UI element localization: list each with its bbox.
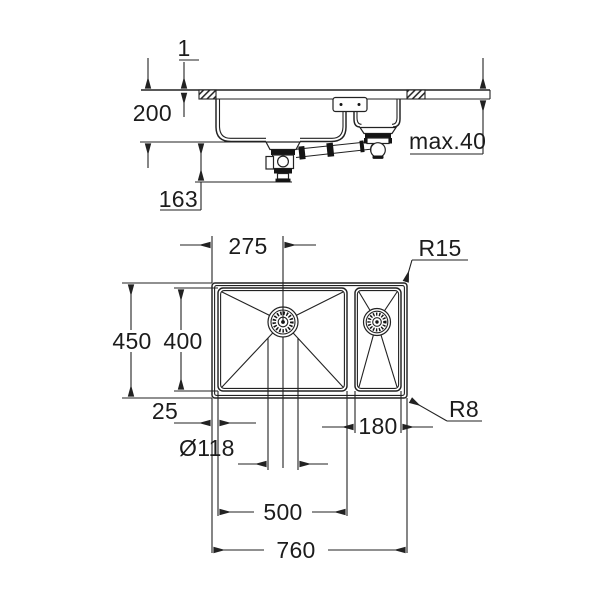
dim-drain-clearance-label: 163 — [159, 186, 198, 212]
sink-outline-outer — [211, 282, 408, 399]
small-drain-assembly — [358, 126, 398, 159]
small-bowl-rect — [354, 287, 402, 392]
main-drain-tailpiece — [276, 172, 290, 180]
small-drain-flange — [358, 126, 398, 135]
dim-bowl-depth-label: 200 — [133, 100, 172, 126]
dim-outer-radius: R8 — [408, 396, 482, 422]
dim-outer-depth-label: 450 — [112, 328, 151, 354]
dim-overall-width: 760 — [213, 537, 406, 563]
main-bowl-inner-line — [218, 99, 344, 139]
bracket-screw-right — [357, 103, 361, 106]
pipe-coupling-left — [298, 146, 306, 160]
main-trap-side-tab — [265, 155, 275, 170]
dim-drain-offset: 275 — [180, 233, 316, 259]
dim-drain-diameter: Ø118 — [179, 435, 328, 468]
dim-rim-height-label: 1 — [177, 35, 190, 61]
waste-pipe — [293, 140, 373, 160]
dim-counter-thickness-label: max.40 — [409, 128, 486, 154]
ball-joint — [370, 142, 386, 158]
dim-bowl-inner-depth: 400 — [163, 289, 202, 390]
pipe-coupling-right — [359, 140, 365, 153]
dim-small-bowl-width-label: 180 — [358, 413, 397, 439]
main-drain-strainer — [267, 236, 299, 338]
dim-main-bowl-width: 500 — [219, 499, 346, 525]
dim-main-bowl-width-label: 500 — [263, 499, 302, 525]
small-bowl-profile — [353, 99, 401, 128]
dim-overall-width-label: 760 — [276, 537, 315, 563]
dim-outer-radius-label: R8 — [449, 396, 479, 422]
dim-edge-inset: 25 — [152, 398, 256, 427]
main-drain-assembly — [265, 141, 301, 182]
dim-bowl-radius-label: R15 — [418, 235, 461, 261]
main-drain-flange — [265, 141, 301, 151]
counter-hatch-left — [198, 89, 217, 100]
dim-counter-thickness: max.40 — [409, 58, 487, 155]
main-bowl-profile — [215, 99, 347, 143]
small-bowl-inner-line — [356, 99, 398, 125]
plan-view: 275 R15 450 400 25 Ø — [112, 233, 482, 563]
sink-outline-inner — [214, 285, 405, 396]
dim-outer-depth: 450 — [112, 284, 151, 397]
dim-small-bowl-width: 180 — [322, 413, 433, 439]
side-view: 1 200 163 max.40 — [133, 35, 491, 212]
dim-edge-inset-label: 25 — [152, 398, 178, 424]
small-bowl-slope-lines — [358, 291, 398, 388]
extension-lines — [122, 236, 408, 553]
counter-hatch-right — [406, 89, 426, 100]
bracket-screw-left — [339, 103, 343, 106]
dim-drain-clearance: 163 — [159, 143, 205, 212]
dim-bowl-inner-depth-label: 400 — [163, 328, 202, 354]
dim-bowl-depth: 200 — [133, 58, 172, 168]
dim-bowl-radius: R15 — [402, 235, 468, 283]
mounting-bracket — [332, 96, 368, 113]
small-drain-strainer — [362, 307, 392, 337]
pipe-coupling-middle — [326, 142, 335, 157]
dim-drain-diameter-label: Ø118 — [179, 435, 235, 461]
small-bowl-rect-inner — [356, 290, 400, 389]
dim-drain-offset-label: 275 — [228, 233, 267, 259]
dim-rim-height: 1 — [177, 35, 199, 117]
